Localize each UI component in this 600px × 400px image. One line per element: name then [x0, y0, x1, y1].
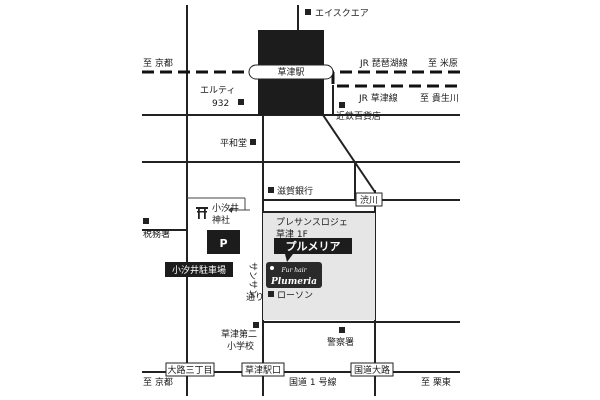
marker-heiwado	[250, 139, 256, 145]
intersection-oji-3chome: 大路三丁目	[167, 364, 212, 376]
building-name: プレサンスロジェ	[276, 217, 348, 228]
parking-label: 小汐井駐車場	[172, 264, 226, 276]
parking-symbol: P	[219, 237, 227, 250]
landmark-school-type: 小学校	[227, 340, 254, 352]
logo-frame	[266, 262, 322, 288]
landmark-lawson: ローソン	[277, 291, 313, 301]
sansan-line-2: 通り	[246, 292, 264, 303]
landmark-elty: エルティ	[200, 85, 235, 96]
marker-tax-office	[143, 218, 149, 224]
shop-logo: Fur hair Plumeria	[266, 262, 322, 288]
landmark-tax-office: 税務署	[143, 228, 170, 240]
railways	[142, 70, 460, 88]
landmark-elty-number: 932	[212, 99, 229, 109]
dest-maibara: 至 米原	[428, 57, 458, 69]
intersection-box-kokudo	[350, 362, 394, 377]
marker-school	[253, 322, 259, 328]
marker-elty	[238, 99, 244, 105]
marker-lawson	[268, 291, 274, 297]
landmark-kintetsu: 近鉄百貨店	[336, 110, 381, 122]
landmark-shrine-name: 小汐井	[212, 202, 239, 214]
intersection-kokudo-oji: 国道大路	[354, 364, 390, 376]
marker-police	[339, 327, 345, 333]
landmark-heiwado: 平和堂	[220, 137, 247, 149]
landmark-acequare: エイスクエア	[315, 8, 369, 19]
callout-pointer	[285, 254, 293, 262]
station-badge	[248, 64, 334, 80]
landmark-police: 警察署	[327, 336, 354, 348]
parking-icon	[207, 230, 240, 254]
station-name: 草津駅	[277, 66, 304, 78]
shop-name: プルメリア	[286, 239, 341, 253]
shop-callout	[274, 238, 352, 262]
landmark-shiga-bank: 滋賀銀行	[277, 185, 313, 197]
marker-shiga-bank	[268, 187, 274, 193]
marker-kintetsu	[339, 102, 345, 108]
dest-kyoto-south: 至 京都	[143, 376, 173, 388]
building-floor: 草津 1F	[276, 228, 308, 240]
parking-label-box	[165, 262, 233, 277]
flower-icon	[270, 266, 274, 270]
route-name: 国道 1 号線	[289, 376, 336, 388]
intersection-shibukawa: 渋川	[360, 194, 378, 206]
rail-kusatsu-line	[331, 72, 460, 88]
logo-line-2: Plumeria	[270, 277, 317, 287]
intersection-kusatsu-ekiguchi: 草津駅口	[245, 364, 281, 376]
landmark-shrine-type: 神社	[212, 214, 230, 226]
sansan-line-1: サンサン	[247, 262, 258, 298]
intersection-box-ekiguchi	[241, 362, 285, 377]
intersection-box-oji	[165, 362, 215, 377]
road-diagonal	[322, 114, 376, 193]
intersection-box-shibukawa	[355, 192, 383, 207]
landmark-school-name: 草津第二	[221, 328, 257, 340]
arrow-left-icon	[228, 207, 232, 213]
logo-line-1: Fur hair	[280, 267, 307, 274]
shrine-icon	[196, 207, 208, 219]
rail-label-biwako: JR 琵琶湖線	[359, 57, 408, 69]
rail-label-kusatsu: JR 草津線	[358, 92, 398, 104]
street-label-sansan: サンサン 通り	[246, 262, 264, 303]
marker-acequare	[305, 9, 311, 15]
shop-name-box	[274, 238, 352, 254]
dest-kyoto: 至 京都	[143, 57, 173, 69]
dest-kibukawa: 至 貴生川	[420, 92, 459, 104]
dest-ritto: 至 栗東	[421, 376, 451, 388]
